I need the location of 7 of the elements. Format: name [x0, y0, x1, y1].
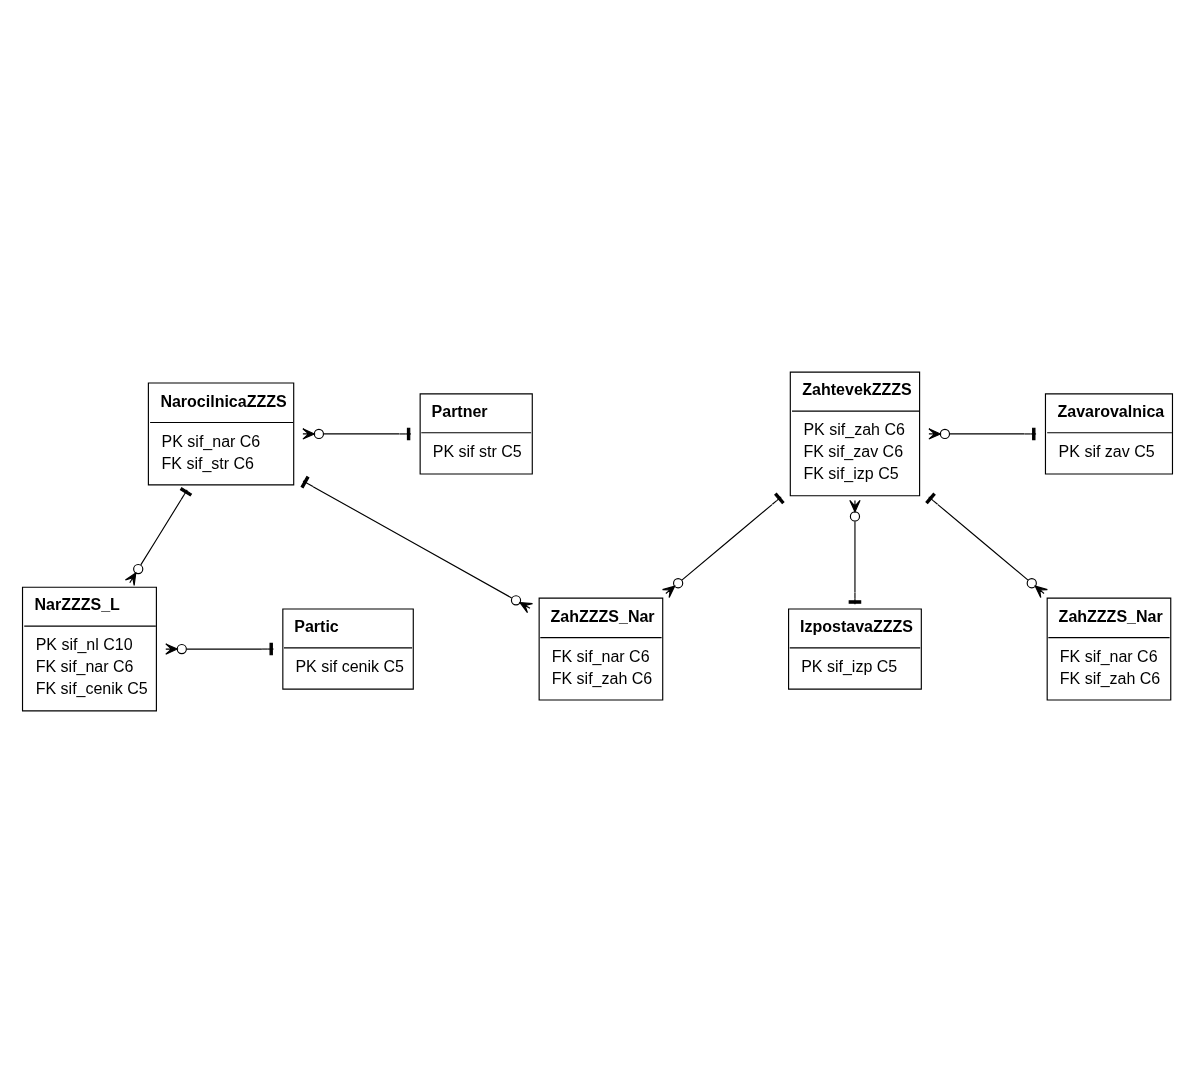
connector	[165, 642, 275, 655]
connector	[848, 499, 862, 605]
connector	[925, 491, 1048, 598]
connector	[928, 427, 1037, 440]
connector	[300, 475, 534, 613]
connector	[661, 491, 785, 598]
connector	[124, 486, 193, 586]
